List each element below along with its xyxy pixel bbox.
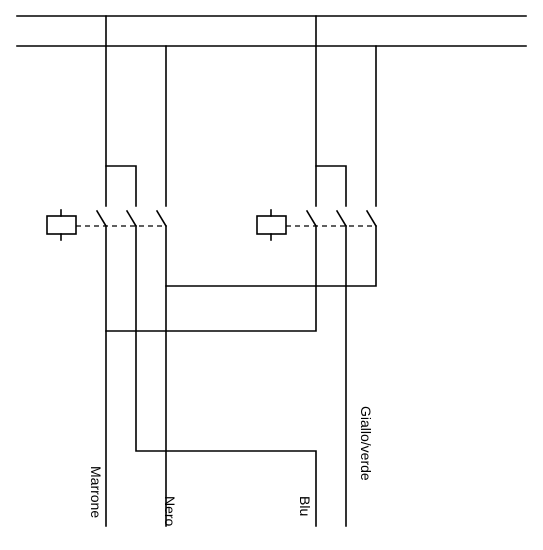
left-contact-3 (155, 209, 168, 228)
right-contact-2 (335, 209, 348, 228)
left-contact-1 (95, 209, 108, 228)
label-blu: Blu (297, 496, 313, 516)
right-relay-coil (256, 209, 287, 241)
right-contact-3 (365, 209, 378, 228)
right-contact-1 (305, 209, 318, 228)
left-relay-coil (46, 209, 77, 241)
label-giallo-verde: Giallo/verde (358, 406, 374, 481)
left-contact-2 (125, 209, 138, 228)
label-nero: Nero (162, 496, 178, 527)
left-jumper (105, 165, 137, 207)
right-jumper (315, 165, 347, 207)
cross-link-lower (105, 225, 317, 332)
wire-blu (135, 225, 317, 527)
label-marrone: Marrone (88, 466, 104, 518)
cross-link-upper (165, 225, 377, 287)
